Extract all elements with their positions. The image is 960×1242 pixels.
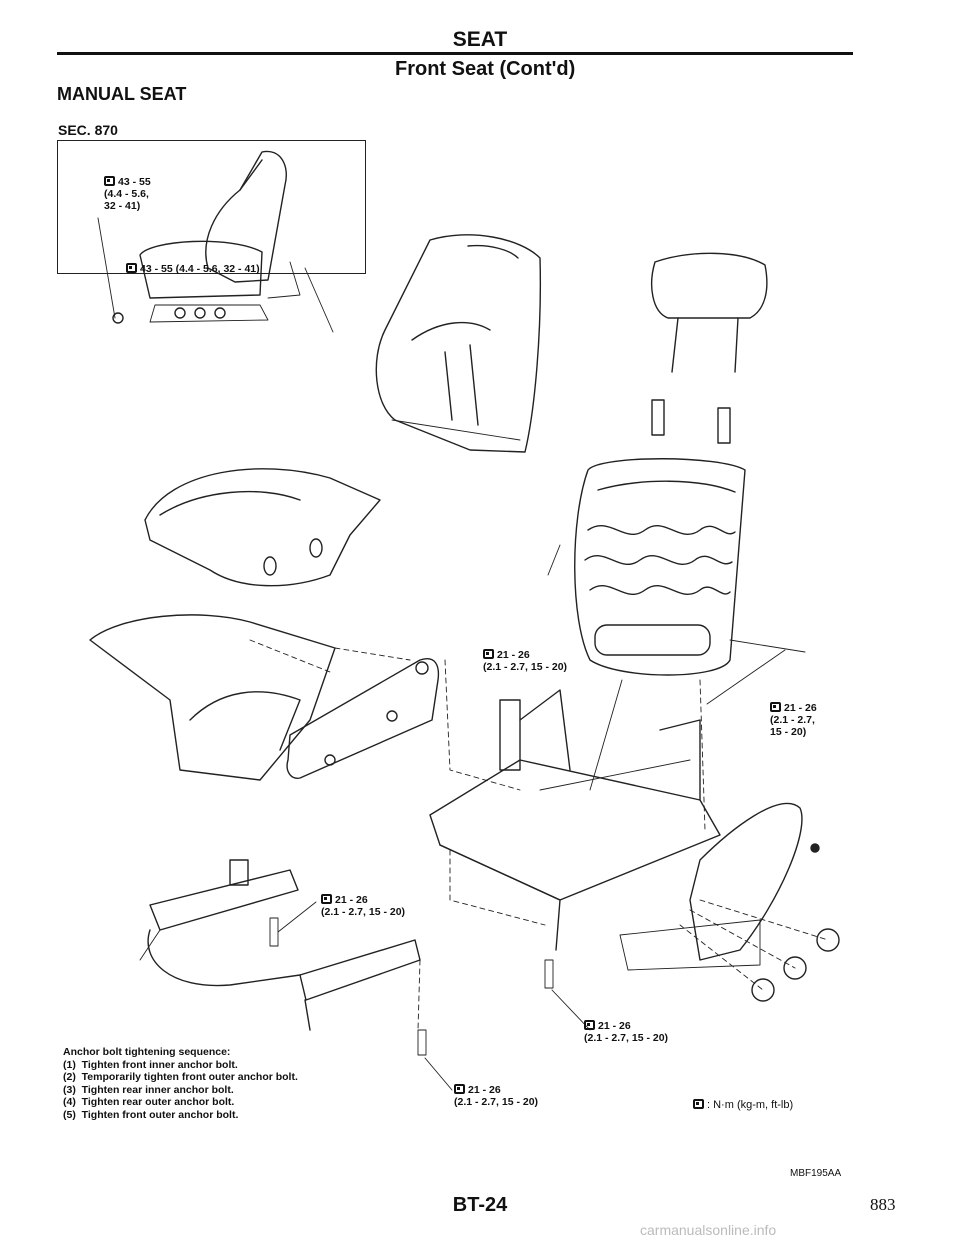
- anchor-note-step: (3) Tighten rear inner anchor bolt.: [63, 1083, 234, 1096]
- page-header-title: SEAT: [452, 28, 508, 51]
- watermark: carmanualsonline.info: [640, 1222, 777, 1238]
- torque-wrench-icon: [454, 1084, 465, 1094]
- torque-wrench-icon: [126, 263, 137, 273]
- side-plate-drawing: [619, 802, 840, 1002]
- anchor-note-step: (4) Tighten rear outer anchor bolt.: [63, 1096, 235, 1108]
- anchor-note-step: (1) Tighten front inner anchor bolt.: [63, 1058, 238, 1071]
- seatback-frame-drawing: [547, 458, 806, 676]
- page-id: BT-24: [452, 1194, 508, 1216]
- anchor-note-step: (5) Tighten front outer anchor bolt.: [63, 1108, 239, 1121]
- torque-label-inset-bottom: 43 - 55 (4.4 - 5.6, 32 - 41): [126, 262, 260, 275]
- torque-label-lower-right: 21 - 26 (2.1 - 2.7, 15 - 20): [584, 1020, 669, 1044]
- torque-wrench-icon: [483, 649, 494, 659]
- torque-label-right: 21 - 26 (2.1 - 2.7, 15 - 20): [770, 702, 817, 738]
- anchor-note-step: (2) Temporarily tighten front outer anch…: [63, 1071, 298, 1083]
- torque-wrench-icon: [584, 1020, 595, 1030]
- seat-rail-drawing: [139, 859, 554, 1056]
- torque-label-center: 21 - 26 (2.1 - 2.7, 15 - 20): [483, 649, 568, 673]
- torque-legend: : N·m (kg-m, ft-lb): [693, 1098, 793, 1111]
- figure-code: MBF195AA: [790, 1168, 842, 1179]
- anchor-note-heading: Anchor bolt tightening sequence:: [63, 1046, 231, 1058]
- inset-seat-overview: [57, 140, 366, 274]
- inset-seat-drawing: [97, 150, 334, 333]
- torque-wrench-icon: [104, 176, 115, 186]
- seat-frame-drawing: [429, 659, 721, 951]
- torque-wrench-icon: [770, 702, 781, 712]
- torque-label-rail: 21 - 26 (2.1 - 2.7, 15 - 20): [321, 894, 406, 918]
- torque-wrench-icon: [321, 894, 332, 904]
- side-finisher-drawing: [286, 658, 440, 779]
- torque-wrench-icon: [693, 1099, 704, 1109]
- headrest-drawing: [651, 252, 768, 444]
- section-title: MANUAL SEAT: [57, 84, 187, 104]
- page-header-subtitle: Front Seat (Cont'd): [395, 58, 576, 80]
- header-rule: [57, 52, 853, 55]
- seat-cushion-pad-drawing: [89, 614, 411, 781]
- torque-label-inset-top: 43 - 55 (4.4 - 5.6, 32 - 41): [104, 176, 151, 212]
- seat-cushion-trim-drawing: [144, 468, 381, 587]
- page-number: 883: [870, 1195, 896, 1214]
- leader-lines: [277, 649, 786, 1091]
- seatback-trim-drawing: [375, 234, 542, 453]
- anchor-bolt-note: Anchor bolt tightening sequence: (1) Tig…: [63, 1046, 298, 1121]
- torque-label-lower-center: 21 - 26 (2.1 - 2.7, 15 - 20): [454, 1084, 539, 1108]
- section-code: SEC. 870: [58, 122, 118, 138]
